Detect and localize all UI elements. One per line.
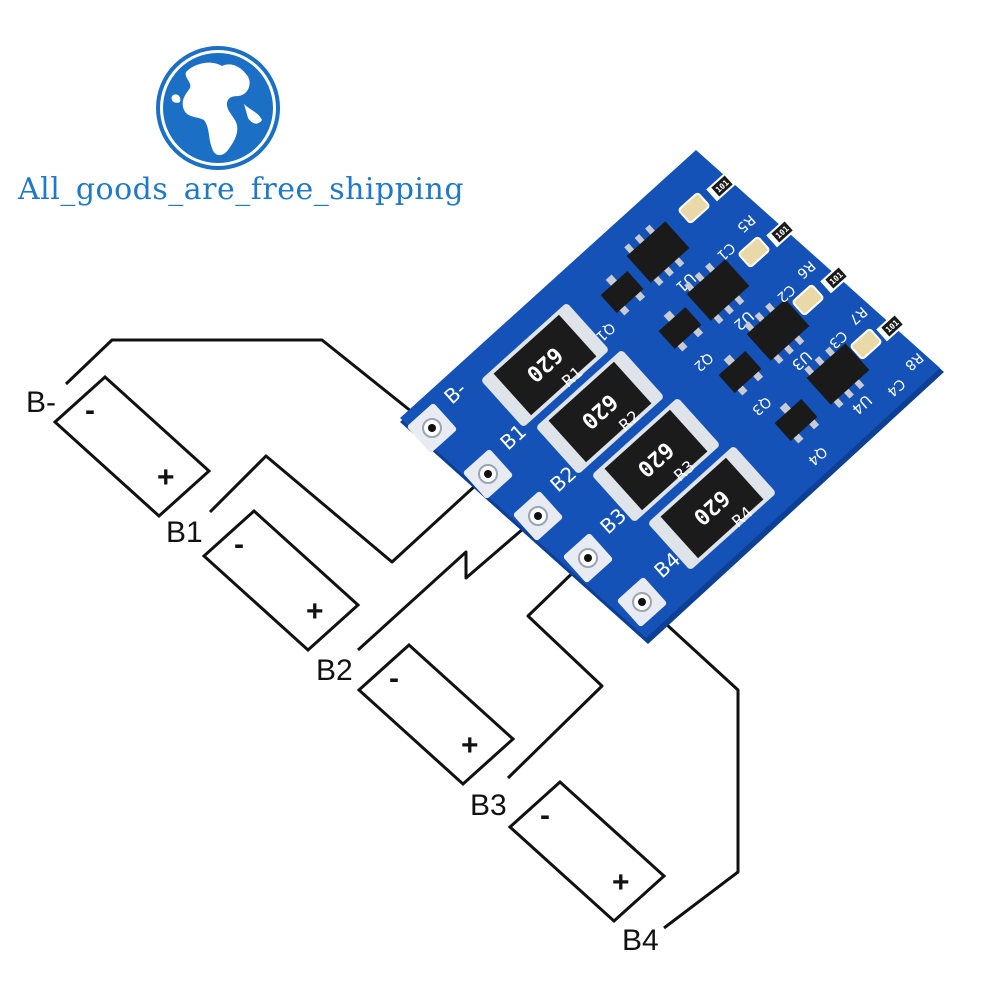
pcb-board: B- B1 B2 B3 B4: [400, 150, 944, 644]
node-label-b-minus: B-: [26, 386, 56, 419]
node-label-b3: B3: [470, 789, 507, 822]
capacitor-c1: [678, 192, 710, 224]
brand-slogan: All_goods_are_free_shipping: [18, 172, 465, 207]
transistor-q3: [718, 351, 764, 396]
battery-2: - +: [201, 508, 361, 653]
resistor-r7: 101: [820, 262, 852, 294]
battery-1: - +: [52, 374, 212, 519]
wire-b4: [640, 600, 740, 930]
battery-4-minus: -: [540, 799, 550, 832]
resistor-r6: 101: [766, 216, 798, 248]
resistor-r8: 101: [876, 310, 908, 342]
wire-b2: [356, 514, 539, 652]
resistor-r5: 101: [706, 170, 738, 202]
battery-4-plus: +: [612, 866, 630, 899]
battery-1-minus: -: [85, 394, 95, 427]
resistor-r4: 620: [649, 447, 775, 569]
battery-2-plus: +: [306, 595, 324, 628]
resistor-r2: 620: [537, 351, 663, 473]
battery-1-plus: +: [157, 461, 175, 494]
ic-u3: [744, 299, 810, 365]
globe-logo: [156, 46, 280, 170]
battery-3: - +: [356, 642, 516, 787]
battery-3-plus: +: [461, 729, 479, 762]
resistor-r3: 620: [593, 399, 719, 521]
node-label-b2: B2: [316, 654, 353, 687]
ic-u4: [804, 343, 870, 409]
battery-3-minus: -: [389, 662, 399, 695]
wire-b3: [506, 556, 604, 780]
capacitor-c3: [792, 284, 824, 316]
battery-4: - +: [507, 779, 667, 924]
transistor-q2: [658, 307, 704, 352]
node-label-b1: B1: [166, 516, 203, 549]
battery-2-minus: -: [234, 528, 244, 561]
transistor-q4: [774, 399, 820, 444]
wire-terminals: [428, 424, 646, 606]
node-label-b4: B4: [622, 924, 659, 957]
capacitor-c4: [850, 328, 882, 360]
resistor-r1: 620: [482, 304, 608, 426]
wires: [64, 338, 740, 930]
ic-u2: [684, 259, 750, 325]
ic-u1: [624, 221, 690, 287]
wire-b-minus: [64, 338, 433, 430]
wire-b1: [208, 454, 490, 564]
capacitor-c2: [738, 236, 770, 268]
transistor-q1: [600, 271, 646, 316]
